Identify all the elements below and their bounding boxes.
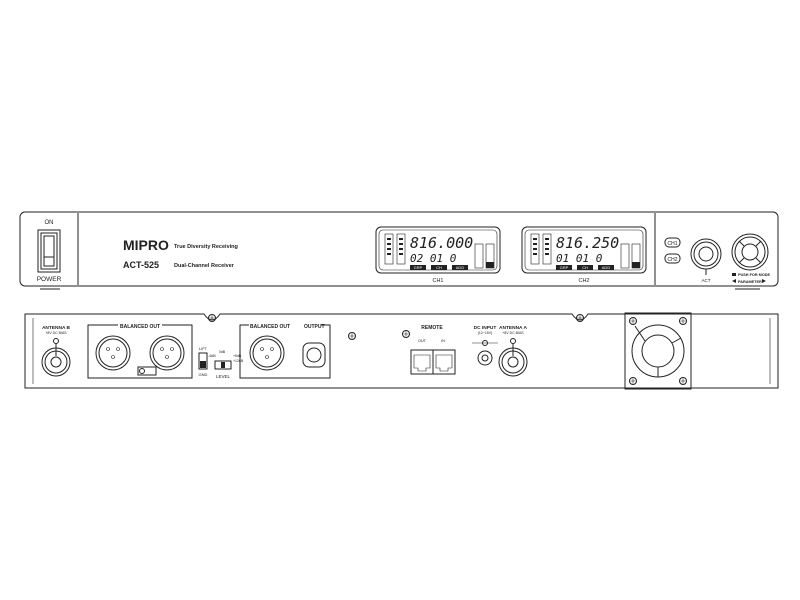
antenna-a-bias: +8V DC BIAS	[502, 331, 524, 335]
ch2-lcd-buttons: GRP CH ADD	[556, 265, 614, 270]
screw-icon	[679, 377, 687, 385]
quarter-inch-output-jack[interactable]	[302, 342, 326, 368]
level-switch[interactable]	[214, 360, 232, 370]
dc-range-label: (12~15V)	[478, 331, 493, 335]
screw-icon	[576, 314, 584, 322]
front-panel: ON POWER MIPRO True Diversity Receiving …	[19, 211, 779, 290]
ch2-select-button[interactable]: CH2	[664, 253, 681, 264]
model-name: ACT-525	[123, 260, 159, 270]
remote-in-port[interactable]	[432, 349, 456, 375]
xlr-out-mix[interactable]	[249, 335, 285, 371]
mode-square-icon	[732, 273, 736, 276]
screw-icon	[629, 317, 637, 325]
ch1-select-label: CH1	[667, 241, 677, 247]
model-description: Dual-Channel Receiver	[174, 263, 235, 269]
remote-out-port[interactable]	[410, 349, 434, 375]
ch2-grp: GRP	[560, 265, 569, 270]
power-on-label: ON	[45, 220, 54, 226]
ch1-lcd-buttons: GRP CH ADD	[410, 265, 468, 270]
level-pos6-label: +6dB	[233, 354, 242, 358]
output-label: OUTPUT	[304, 324, 325, 330]
ch1-select-button[interactable]: CH1	[664, 237, 681, 248]
push-for-mode-label: PUSH FOR MODE	[738, 273, 771, 277]
right-arrow-icon	[762, 279, 766, 283]
balanced-out-2-label: BALANCED OUT	[250, 324, 290, 330]
parameter-label: PARAMETER	[738, 280, 762, 284]
ch1-label: CH1	[432, 278, 443, 284]
act-label: ACT	[702, 278, 711, 283]
level-pos12-label: +12dB	[233, 359, 244, 363]
ch2-group-channel: 01 01 0	[556, 252, 603, 265]
antenna-a-connector[interactable]	[498, 338, 528, 377]
ch2-select-label: CH2	[667, 257, 677, 263]
dc-input-jack[interactable]	[477, 350, 493, 366]
rear-panel: ANTENNA B +8V DC BIAS BALANCED OUT LIFT …	[24, 312, 779, 390]
ground-lift-switch[interactable]	[198, 352, 208, 370]
lift-label: LIFT	[199, 346, 208, 351]
xlr-out-ch2[interactable]	[149, 335, 185, 371]
cooling-fan	[624, 312, 692, 390]
ch1-display: 816.000 02 01 0 GRP CH ADD	[375, 226, 501, 274]
antenna-b-bias: +8V DC BIAS	[45, 331, 67, 335]
ch2-add: ADD	[602, 265, 611, 270]
tagline: True Diversity Receiving	[174, 244, 238, 250]
navigation-wheel[interactable]	[731, 233, 769, 271]
remote-label: REMOTE	[421, 325, 443, 331]
level-0db-label: 0dB	[219, 350, 226, 354]
antenna-a-label: ANTENNA A	[499, 325, 527, 331]
ch2-ch: CH	[582, 265, 588, 270]
level-label: LEVEL	[216, 374, 231, 379]
dc-polarity-icon	[472, 340, 498, 346]
antenna-b-label: ANTENNA B	[42, 325, 71, 331]
screw-icon	[208, 314, 216, 322]
ch1-add: ADD	[456, 265, 465, 270]
act-button[interactable]	[690, 238, 722, 275]
xlr-out-ch1[interactable]	[95, 335, 131, 371]
ch1-grp: GRP	[414, 265, 423, 270]
left-arrow-icon	[732, 279, 736, 283]
antenna-b-connector[interactable]	[41, 338, 71, 377]
ch1-ch: CH	[436, 265, 442, 270]
screw-icon	[679, 317, 687, 325]
ch1-frequency: 816.000	[410, 234, 473, 252]
ch1-group-channel: 02 01 0	[410, 252, 457, 265]
dc-input-label: DC INPUT	[474, 325, 497, 331]
power-switch[interactable]	[37, 229, 61, 273]
ch2-label: CH2	[578, 278, 589, 284]
level-neg6-label: -6dB	[208, 354, 216, 358]
balanced-out-1-label: BALANCED OUT	[120, 324, 160, 330]
output-mode-switch[interactable]	[137, 366, 157, 376]
power-label: POWER	[37, 276, 62, 283]
ch2-frequency: 816.250	[556, 234, 619, 252]
ch2-display: 816.250 01 01 0 GRP CH ADD	[521, 226, 647, 274]
gnd-label: GND	[199, 372, 208, 377]
screw-icon	[402, 330, 410, 338]
brand-logo: MIPRO	[123, 237, 169, 253]
screw-icon	[629, 377, 637, 385]
screw-icon	[348, 332, 356, 340]
remote-in-label: IN	[441, 339, 445, 343]
remote-out-label: OUT	[418, 339, 427, 343]
